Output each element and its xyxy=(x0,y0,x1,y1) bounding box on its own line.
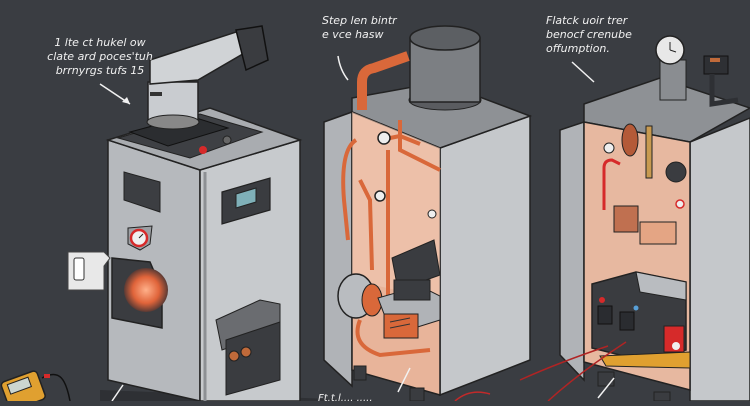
annotation-arrow xyxy=(571,61,595,83)
gauge-icon xyxy=(377,131,391,145)
annotation-arrow xyxy=(337,55,349,81)
annotation-arrow xyxy=(397,367,411,393)
vent-window xyxy=(123,171,161,213)
burner-window xyxy=(111,257,168,329)
door-panel xyxy=(559,120,585,382)
boiler-right-face xyxy=(689,117,750,401)
flue-pipe xyxy=(146,25,269,130)
foot xyxy=(653,391,671,401)
lcd-display xyxy=(221,177,271,225)
test-lead xyxy=(519,345,609,381)
expansion-tank xyxy=(703,55,739,107)
pump-cap xyxy=(665,161,687,183)
foot xyxy=(409,387,425,401)
cutaway-boiler xyxy=(323,25,533,401)
red-switch-icon xyxy=(199,146,207,154)
lower-access-panel xyxy=(215,299,281,396)
foot xyxy=(597,371,615,387)
annotation-arrow xyxy=(597,377,615,399)
annotation-left: 1 lte ct hukel ow clate ard poces'tuh br… xyxy=(47,36,153,77)
blue-indicator-icon xyxy=(633,305,639,311)
boiler-right-face xyxy=(439,114,531,397)
pressure-gauge xyxy=(127,225,153,251)
red-line xyxy=(602,158,621,210)
test-lead xyxy=(547,341,627,401)
copper-piping xyxy=(613,123,677,245)
red-indicator-icon xyxy=(599,297,605,303)
flue-cylinder xyxy=(408,25,482,111)
foot xyxy=(353,365,367,381)
annotation-arrow xyxy=(111,384,124,401)
cutaway-boiler-with-meter xyxy=(519,35,750,401)
multimeter xyxy=(0,370,71,401)
gauge-icon xyxy=(603,142,615,154)
copper-elbow-pipe xyxy=(357,51,410,110)
gauge-icon xyxy=(374,190,386,202)
annotation-right: Flatck uoir trer benocf crenube offumpti… xyxy=(546,14,632,55)
control-box xyxy=(377,279,441,339)
arrowhead-icon xyxy=(122,97,130,104)
gauge-icon xyxy=(675,199,685,209)
annotation-bottom: Ft.t.l.... ..... xyxy=(318,393,373,404)
annotation-middle: Step len bintr e vce hasw xyxy=(322,14,397,41)
knob-icon xyxy=(222,135,232,145)
top-clock-gauge xyxy=(655,35,687,101)
red-wire xyxy=(454,391,491,401)
callout-tag xyxy=(67,251,111,291)
terminal-strip xyxy=(599,351,691,369)
heat-exchanger xyxy=(391,239,441,291)
gauge-icon xyxy=(427,209,437,219)
control-module xyxy=(591,271,687,361)
closed-boiler xyxy=(0,25,380,401)
